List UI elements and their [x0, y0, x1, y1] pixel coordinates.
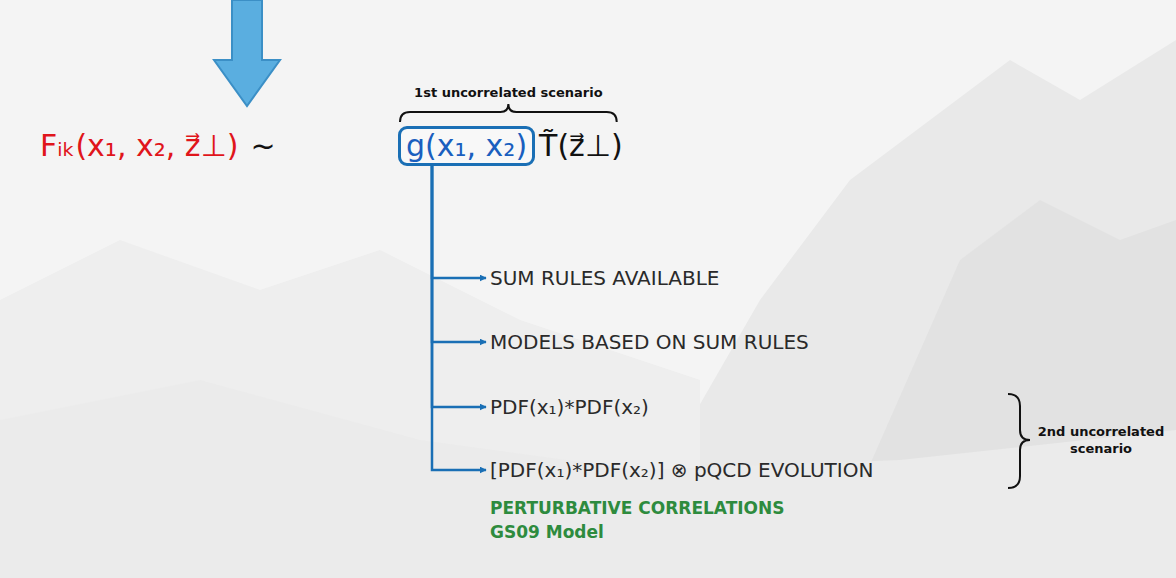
brace-label: 1st uncorrelated scenario: [414, 84, 603, 101]
formula-term: T̃(z⃗⊥): [539, 128, 623, 164]
note-text: PERTURBATIVE CORRELATIONS: [490, 497, 785, 519]
note-text: GS09 Model: [490, 521, 604, 543]
formula-operator: ~: [250, 128, 275, 164]
branch-item: [PDF(x₁)*PDF(x₂)] ⊗ pQCD EVOLUTION: [490, 457, 873, 483]
node-text: [PDF(x₁)*PDF(x₂)] ⊗ pQCD EVOLUTION: [490, 457, 873, 483]
right-brace: [1008, 394, 1030, 488]
formula-term: Fᵢₖ(x₁, x₂, z⃗⊥): [40, 128, 238, 164]
node-text: g(x₁, x₂): [406, 129, 527, 163]
branch-item: SUM RULES AVAILABLE: [490, 265, 719, 291]
branch-arrow: [432, 166, 486, 470]
down-arrow: [214, 0, 280, 106]
branch-arrow: [432, 166, 486, 342]
branch-item: PDF(x₁)*PDF(x₂): [490, 394, 649, 420]
node-text: PDF(x₁)*PDF(x₂): [490, 394, 649, 420]
top-brace: [400, 104, 617, 122]
node-text: MODELS BASED ON SUM RULES: [490, 329, 809, 355]
branch-item: MODELS BASED ON SUM RULES: [490, 329, 809, 355]
branch-arrow: [432, 166, 486, 278]
node-text: SUM RULES AVAILABLE: [490, 265, 719, 291]
brace-label: 2nd uncorrelated scenario: [1036, 423, 1166, 457]
branch-arrow: [432, 166, 486, 407]
function-box: g(x₁, x₂): [398, 126, 535, 166]
